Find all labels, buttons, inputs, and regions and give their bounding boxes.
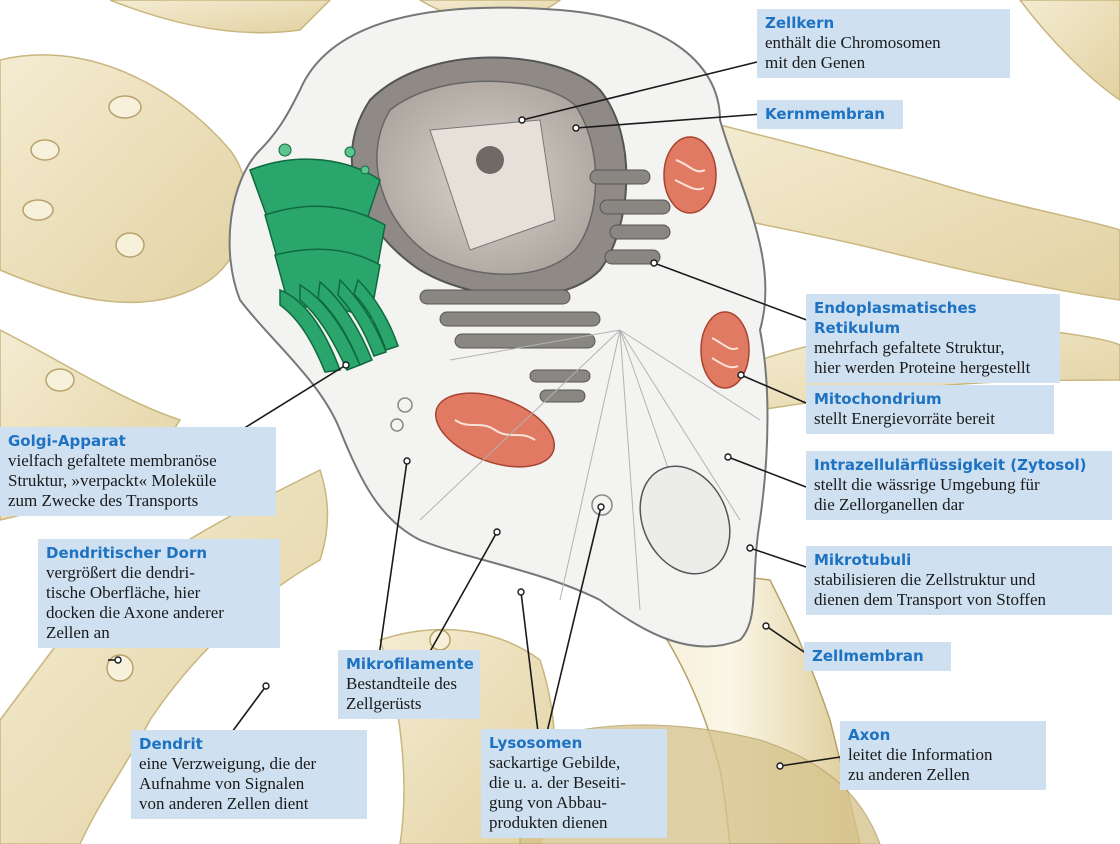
label-er: Endoplasmatisches Retikulum mehrfach gef… <box>806 294 1060 383</box>
label-title: Zellkern <box>765 13 1002 33</box>
label-golgi: Golgi-Apparat vielfach gefaltete membran… <box>0 427 276 516</box>
label-text: stellt Energievorräte bereit <box>814 409 1046 429</box>
label-zytosol: Intrazellulärflüssigkeit (Zytosol) stell… <box>806 451 1112 520</box>
label-text: vergrößert die dendri-tische Oberfläche,… <box>46 563 272 643</box>
label-title: Mitochondrium <box>814 389 1046 409</box>
nucleolus <box>476 146 504 174</box>
label-lysosomen: Lysosomen sackartige Gebilde,die u. a. d… <box>481 729 667 838</box>
label-text: sackartige Gebilde,die u. a. der Beseiti… <box>489 753 659 833</box>
label-title: Lysosomen <box>489 733 659 753</box>
label-title: Intrazellulärflüssigkeit (Zytosol) <box>814 455 1104 475</box>
label-mikrotubuli: Mikrotubuli stabilisieren die Zellstrukt… <box>806 546 1112 615</box>
label-text: mehrfach gefaltete Struktur,hier werden … <box>814 338 1052 378</box>
label-title: Mikrofilamente <box>346 654 472 674</box>
label-dendritischer-dorn: Dendritischer Dorn vergrößert die dendri… <box>38 539 280 648</box>
label-title: Dendrit <box>139 734 359 754</box>
label-title: Golgi-Apparat <box>8 431 268 451</box>
label-title: Endoplasmatisches Retikulum <box>814 298 1052 338</box>
label-kernmembran: Kernmembran <box>757 100 903 129</box>
label-title: Zellmembran <box>812 646 943 666</box>
label-title: Dendritischer Dorn <box>46 543 272 563</box>
label-title: Axon <box>848 725 1038 745</box>
label-mitochondrium: Mitochondrium stellt Energievorräte bere… <box>806 385 1054 434</box>
label-title: Kernmembran <box>765 104 895 124</box>
label-title: Mikrotubuli <box>814 550 1104 570</box>
label-zellmembran: Zellmembran <box>804 642 951 671</box>
